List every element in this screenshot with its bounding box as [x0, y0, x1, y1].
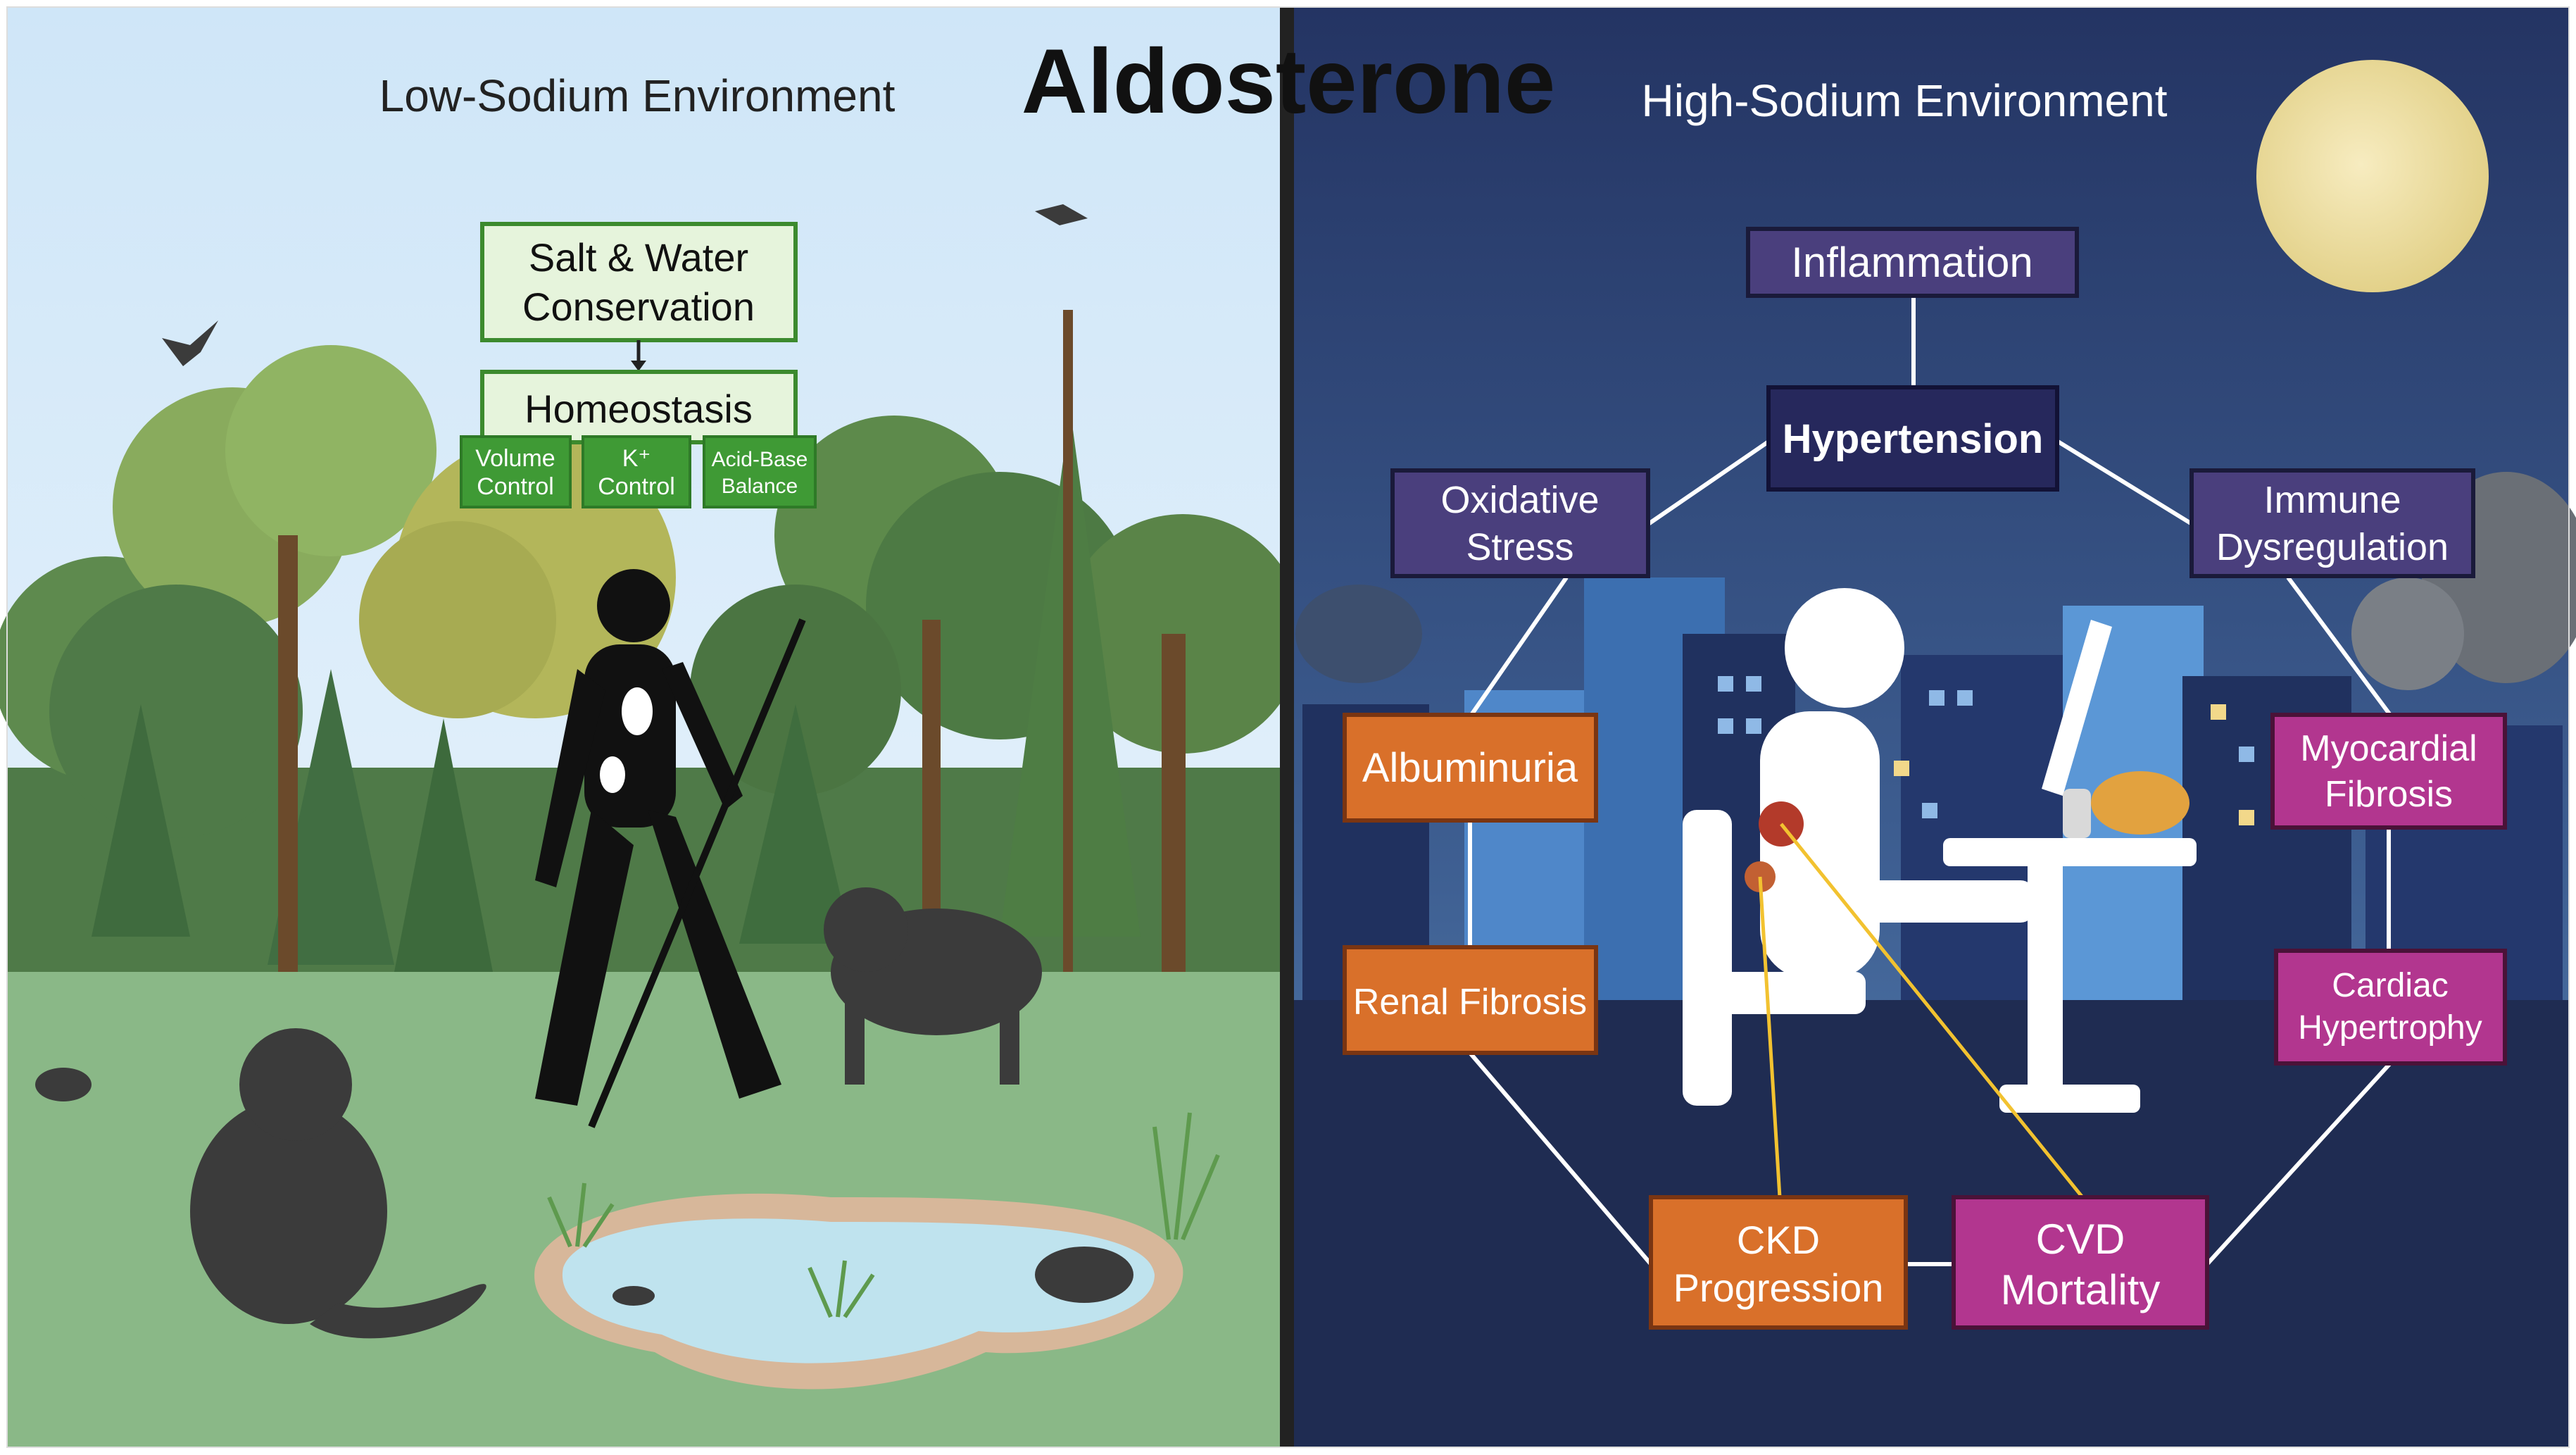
left-heading: Low-Sodium Environment [379, 70, 896, 121]
volume-control-box [460, 435, 572, 508]
human-silhouette [535, 569, 806, 1128]
street-ground [1294, 1000, 2569, 1447]
volume-control-line2: Control [477, 473, 554, 500]
ckd-progression-line1: CKD [1737, 1218, 1820, 1262]
crayfish [612, 1286, 655, 1306]
potassium-control-box [582, 435, 691, 508]
pathology-network: Inflammation Hypertension Oxidative Stre… [1343, 227, 2507, 1330]
oxidative-stress-line1: Oxidative [1440, 479, 1599, 521]
cardiac-hypertrophy-line2: Hypertrophy [2298, 1009, 2482, 1047]
homeostasis-box [480, 370, 798, 444]
salt-water-label: Salt & Water [529, 235, 748, 280]
volume-control-line1: Volume [475, 445, 555, 472]
organ-leader-lines [1758, 823, 2084, 1199]
ckd-progression-line2: Progression [1673, 1266, 1884, 1310]
albuminuria-label: Albuminuria [1362, 745, 1578, 791]
oxidative-stress-line2: Stress [1466, 526, 1573, 568]
renal-fibrosis-label: Renal Fibrosis [1353, 982, 1587, 1023]
salt-water-label-line2: Conservation [522, 285, 755, 329]
arrow-head-icon [631, 361, 646, 371]
building-windows [1718, 676, 2254, 825]
figure-frame [6, 6, 2570, 1448]
moon [2256, 60, 2489, 292]
animal-silhouettes [35, 204, 1133, 1339]
cvd-mortality-line2: Mortality [2001, 1266, 2161, 1313]
right-heading: High-Sodium Environment [1642, 75, 2168, 126]
bird-flying [1035, 204, 1088, 225]
frog [1035, 1247, 1133, 1303]
myocardial-fibrosis-line1: Myocardial [2300, 728, 2477, 769]
network-connectors [1468, 296, 2392, 1266]
cvd-mortality-line1: CVD [2036, 1216, 2125, 1263]
monkey-sitting [190, 1099, 387, 1324]
burger [2091, 771, 2189, 835]
albuminuria-node [1343, 713, 1598, 823]
oxidative-stress-node [1390, 468, 1650, 578]
ckd-progression-node [1649, 1195, 1908, 1330]
immune-dysregulation-node [2189, 468, 2475, 578]
homeostasis-label: Homeostasis [524, 387, 753, 431]
pond [534, 1193, 1183, 1390]
salt-water-box [480, 222, 798, 342]
potassium-control-line2: Control [598, 473, 675, 500]
hypertension-label: Hypertension [1783, 416, 2044, 462]
reeds [547, 1112, 1220, 1318]
cardiac-hypertrophy-line1: Cardiac [2332, 967, 2448, 1004]
potassium-control-line1: K⁺ [622, 445, 651, 472]
myocardial-fibrosis-line2: Fibrosis [2325, 774, 2453, 815]
cvd-mortality-node [1952, 1195, 2209, 1330]
hypertension-node [1766, 385, 2059, 492]
main-title: Aldosterone [1022, 30, 1555, 132]
person-at-desk [1683, 588, 2197, 1113]
myocardial-fibrosis-node [2270, 713, 2507, 830]
renal-fibrosis-node [1343, 945, 1598, 1055]
bird-flying [162, 320, 218, 366]
inflammation-label: Inflammation [1791, 239, 2032, 286]
inflammation-node [1746, 227, 2079, 298]
cardiac-hypertrophy-node [2274, 949, 2507, 1066]
rat [35, 1068, 92, 1101]
panel-divider [1280, 7, 1294, 1447]
acid-base-box [703, 435, 817, 508]
acid-base-line1: Acid-Base [712, 448, 808, 471]
immune-dysregulation-line1: Immune [2263, 479, 2401, 521]
homeostasis-flowchart: Salt & Water Conservation Homeostasis Vo… [460, 222, 817, 508]
acid-base-line2: Balance [722, 475, 798, 498]
immune-dysregulation-line2: Dysregulation [2216, 526, 2449, 568]
